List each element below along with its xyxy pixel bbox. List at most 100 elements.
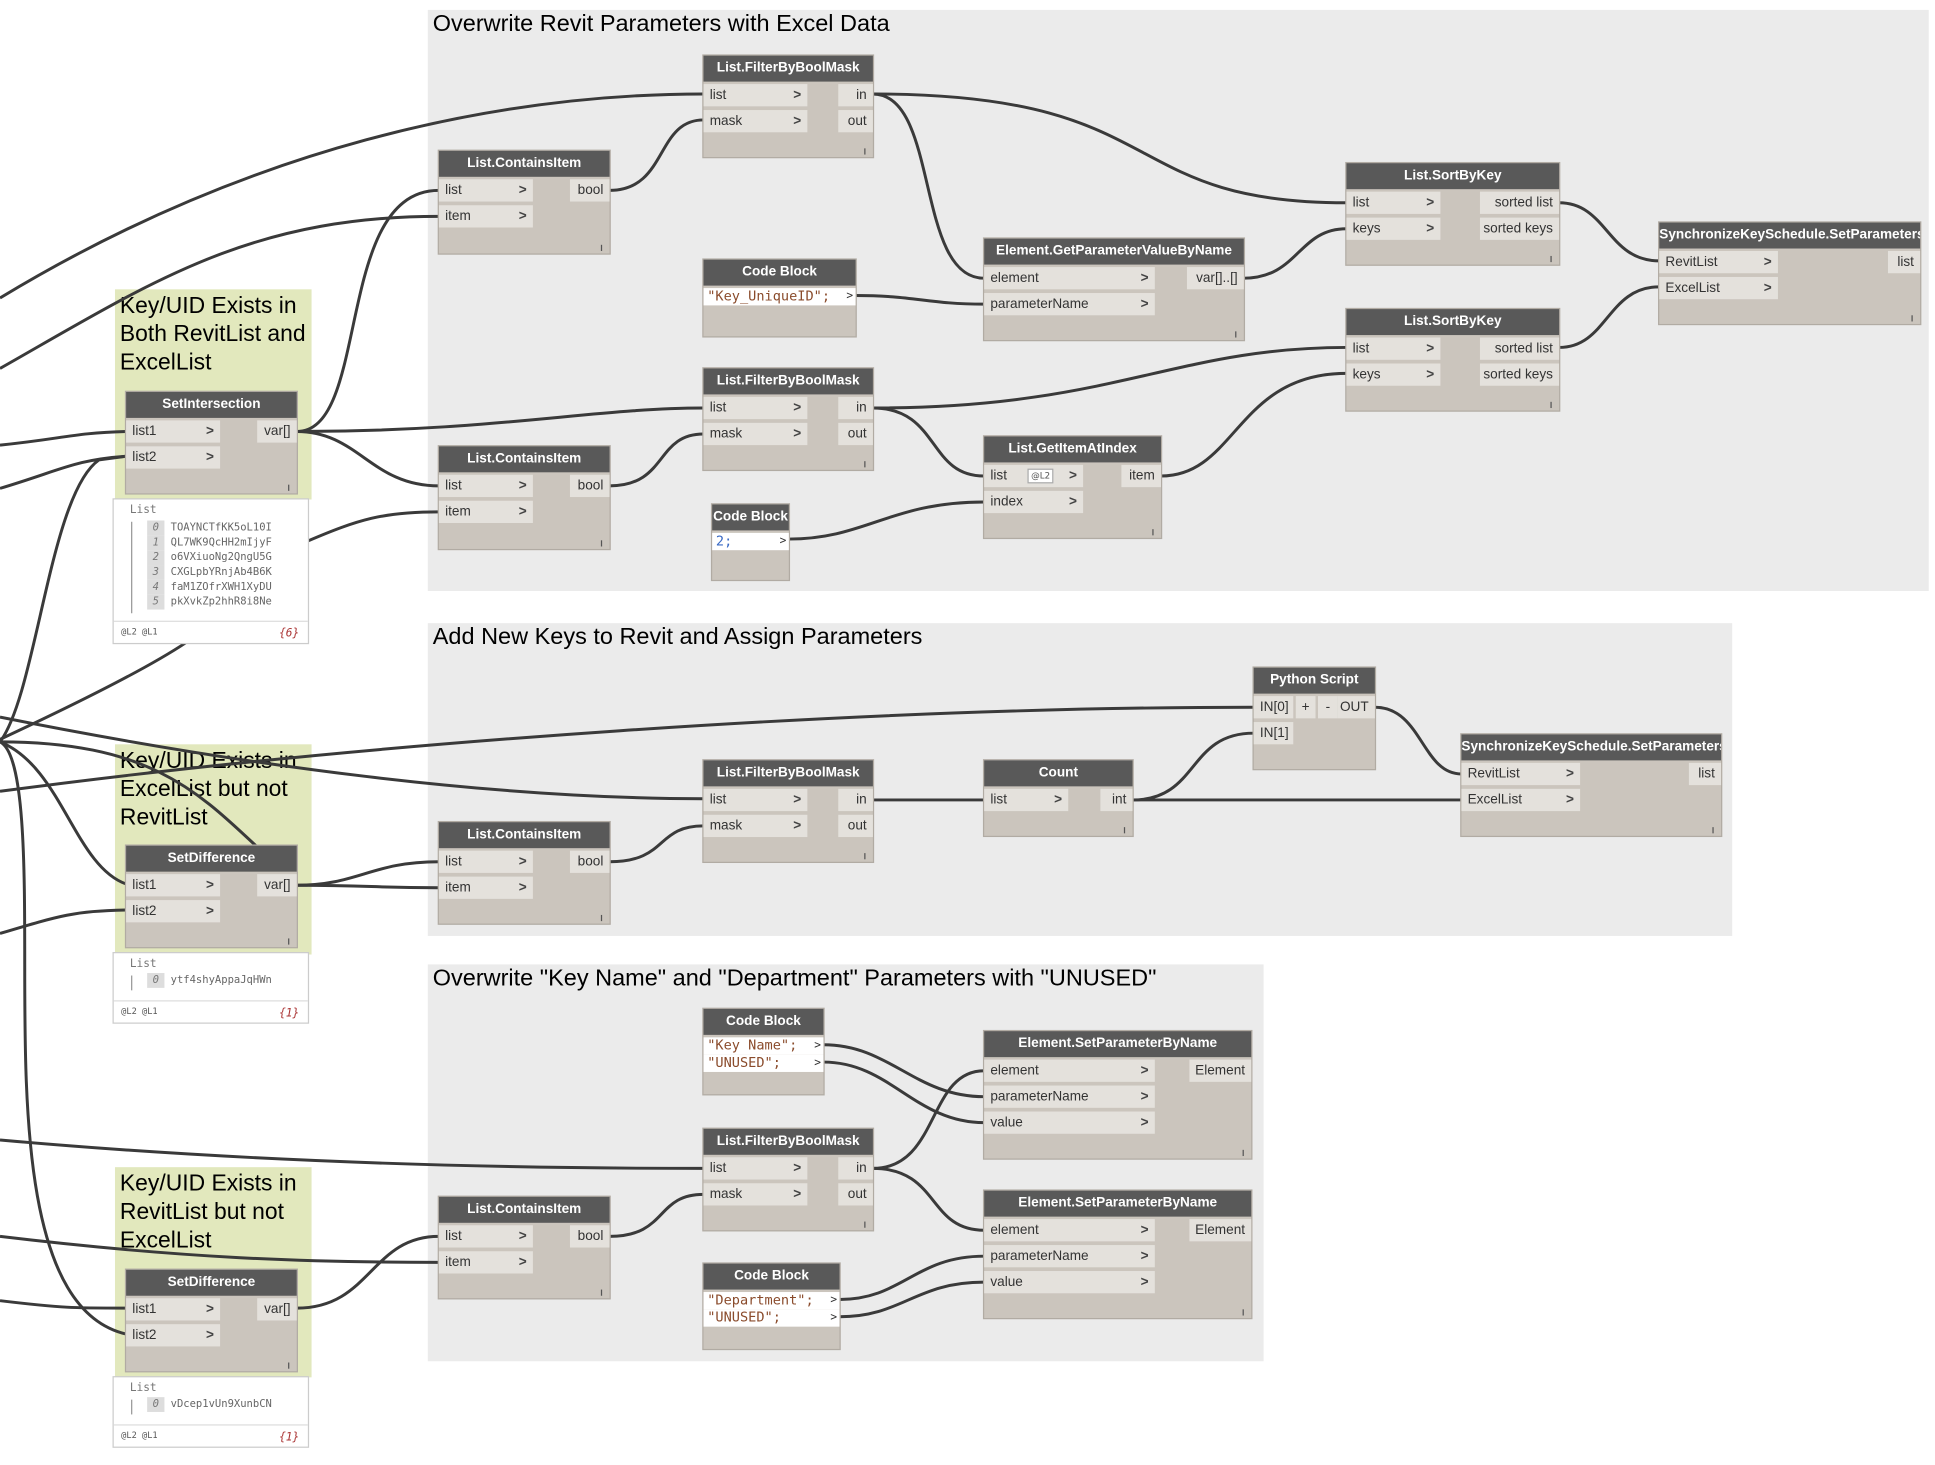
output-port-list[interactable]: list	[1688, 762, 1722, 786]
output-port[interactable]: >	[779, 535, 787, 548]
output-port-out[interactable]: out	[838, 110, 873, 133]
node-sort-by-key[interactable]: List.SortByKey list> keys> sorted list s…	[1346, 309, 1560, 411]
node-resize-handle[interactable]	[1911, 315, 1913, 322]
code-line[interactable]: 2;>	[712, 532, 789, 551]
input-port-list2[interactable]: list2>	[126, 446, 221, 469]
input-port-element[interactable]: element>	[984, 1059, 1155, 1082]
output-port-in[interactable]: in	[838, 788, 873, 812]
node-resize-handle[interactable]	[1242, 1309, 1244, 1316]
node-contains-item[interactable]: List.ContainsItem list> item> bool	[438, 446, 610, 549]
input-port-list[interactable]: list>	[438, 1225, 533, 1248]
output-port-sorted-keys[interactable]: sorted keys	[1479, 217, 1560, 240]
input-port-value[interactable]: value>	[984, 1271, 1155, 1294]
input-port-list2[interactable]: list2>	[126, 900, 221, 923]
output-port-bool[interactable]: bool	[569, 1225, 610, 1248]
output-port-out[interactable]: OUT	[1337, 696, 1375, 719]
input-port-list[interactable]: list>	[1346, 191, 1441, 214]
output-port[interactable]: >	[830, 1294, 838, 1307]
input-port-parameter-name[interactable]: parameterName>	[984, 293, 1155, 316]
node-get-parameter-value-by-name[interactable]: Element.GetParameterValueByName element>…	[984, 238, 1244, 341]
input-port-parameter-name[interactable]: parameterName>	[984, 1245, 1155, 1268]
input-port-excel-list[interactable]: ExcelList>	[1659, 276, 1778, 300]
output-port-out[interactable]: out	[838, 422, 873, 446]
node-resize-handle[interactable]	[864, 148, 866, 155]
node-resize-handle[interactable]	[1235, 331, 1237, 338]
input-port-excel-list[interactable]: ExcelList>	[1461, 788, 1581, 812]
node-resize-handle[interactable]	[1550, 255, 1552, 263]
node-resize-handle[interactable]	[600, 1289, 603, 1296]
output-port[interactable]: >	[830, 1311, 838, 1325]
input-port-list[interactable]: list>	[1346, 337, 1441, 360]
node-filter-by-bool-mask[interactable]: List.FilterByBoolMask list> mask> in out	[703, 368, 873, 470]
node-resize-handle[interactable]	[600, 244, 603, 251]
node-code-block[interactable]: Code Block "Key_UniqueID";>	[703, 259, 856, 337]
input-port-value[interactable]: value>	[984, 1111, 1155, 1134]
output-port[interactable]: >	[814, 1057, 821, 1070]
input-port-parameter-name[interactable]: parameterName>	[984, 1085, 1155, 1108]
output-port-element[interactable]: Element	[1189, 1219, 1252, 1242]
output-port-var[interactable]: var[]	[257, 1298, 297, 1321]
node-count[interactable]: Count list> int	[984, 760, 1133, 836]
node-resize-handle[interactable]	[288, 938, 290, 945]
node-contains-item[interactable]: List.ContainsItem list> item> bool	[438, 1196, 610, 1299]
node-resize-handle[interactable]	[600, 914, 603, 922]
input-port-revit-list[interactable]: RevitList>	[1461, 762, 1581, 786]
node-code-block[interactable]: Code Block "Department";> "UNUSED";>	[703, 1263, 840, 1349]
input-port-list[interactable]: list>	[438, 850, 533, 873]
input-port-in1[interactable]: IN[1]	[1253, 722, 1294, 745]
output-port-sorted-list[interactable]: sorted list	[1479, 191, 1560, 214]
node-resize-handle[interactable]	[1242, 1149, 1244, 1157]
node-set-intersection[interactable]: SetIntersection list1> list2> var[]	[126, 391, 297, 494]
input-port-list[interactable]: list>	[703, 788, 808, 812]
node-python-script[interactable]: Python Script IN[0] IN[1] + - OUT	[1253, 667, 1375, 770]
input-port-item[interactable]: item>	[438, 876, 533, 899]
code-line[interactable]: "UNUSED";>	[703, 1309, 840, 1327]
input-port-list[interactable]: list>	[703, 396, 808, 420]
input-port-list[interactable]: list>	[438, 474, 533, 498]
code-line[interactable]: "Key_UniqueID";>	[703, 288, 856, 306]
output-port[interactable]: >	[814, 1039, 821, 1053]
node-resize-handle[interactable]	[1123, 827, 1126, 834]
node-contains-item[interactable]: List.ContainsItem list> item> bool	[438, 150, 610, 254]
output-port-bool[interactable]: bool	[569, 850, 610, 873]
input-port-mask[interactable]: mask>	[703, 1183, 808, 1206]
node-resize-handle[interactable]	[288, 1362, 290, 1369]
output-port-bool[interactable]: bool	[569, 474, 610, 498]
output-port-sorted-keys[interactable]: sorted keys	[1479, 363, 1560, 386]
add-input-button[interactable]: +	[1295, 696, 1316, 719]
input-port-list1[interactable]: list1>	[126, 874, 221, 897]
output-port-in[interactable]: in	[838, 396, 873, 420]
output-port-var[interactable]: var[]..[]	[1186, 267, 1244, 290]
node-contains-item[interactable]: List.ContainsItem list> item> bool	[438, 822, 610, 924]
input-port-list[interactable]: list>	[703, 1157, 808, 1180]
output-port-in[interactable]: in	[838, 1157, 873, 1180]
output-port-var[interactable]: var[]	[257, 420, 297, 443]
node-filter-by-bool-mask[interactable]: List.FilterByBoolMask list> mask> in out	[703, 1128, 873, 1231]
code-line[interactable]: "Department";>	[703, 1292, 840, 1310]
node-filter-by-bool-mask[interactable]: List.FilterByBoolMask list> mask> in out	[703, 760, 873, 862]
input-port-keys[interactable]: keys>	[1346, 363, 1441, 386]
node-set-parameter-by-name[interactable]: Element.SetParameterByName element> para…	[984, 1190, 1252, 1319]
node-resize-handle[interactable]	[864, 461, 866, 468]
output-port-item[interactable]: item	[1121, 464, 1161, 488]
node-set-difference[interactable]: SetDifference list1> list2> var[]	[126, 1269, 297, 1372]
node-set-parameter-by-name[interactable]: Element.SetParameterByName element> para…	[984, 1031, 1252, 1159]
input-port-item[interactable]: item>	[438, 500, 533, 523]
input-port-element[interactable]: element>	[984, 1219, 1155, 1242]
node-resize-handle[interactable]	[864, 853, 866, 860]
output-port-sorted-list[interactable]: sorted list	[1479, 337, 1560, 360]
remove-input-button[interactable]: -	[1318, 696, 1338, 719]
input-port-index[interactable]: index>	[984, 490, 1084, 514]
node-resize-handle[interactable]	[1712, 827, 1714, 834]
input-port-item[interactable]: item>	[438, 1251, 533, 1274]
node-code-block[interactable]: Code Block 2;>	[712, 504, 789, 580]
output-port-list[interactable]: list	[1887, 250, 1921, 274]
output-port-var[interactable]: var[]	[257, 874, 297, 897]
input-port-list1[interactable]: list1>	[126, 420, 221, 443]
output-port[interactable]: >	[846, 290, 854, 303]
level-selector[interactable]: @L2	[1027, 468, 1054, 484]
